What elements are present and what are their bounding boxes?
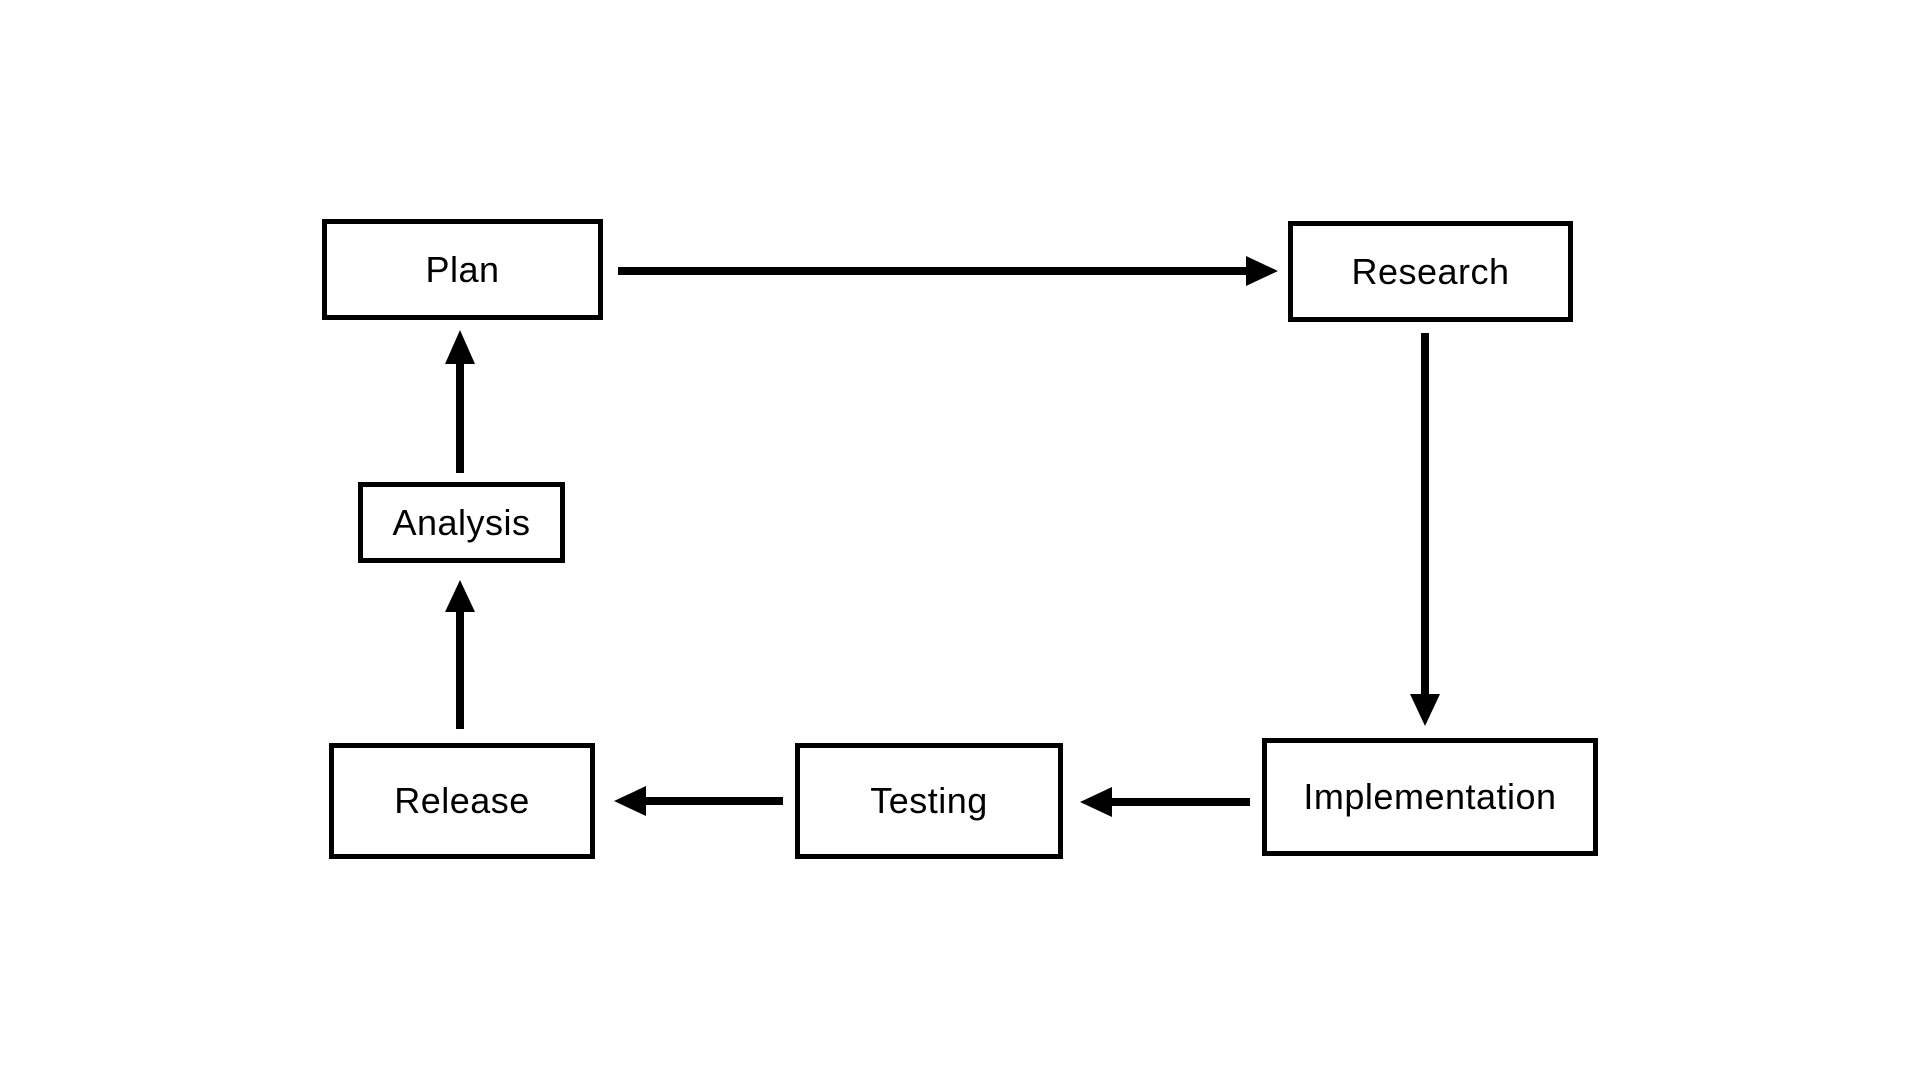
node-release: Release bbox=[329, 743, 595, 859]
node-research-label: Research bbox=[1351, 250, 1510, 292]
node-analysis-label: Analysis bbox=[392, 501, 531, 543]
arrow-release-to-analysis bbox=[445, 580, 475, 729]
node-research: Research bbox=[1288, 221, 1573, 322]
node-plan-label: Plan bbox=[425, 248, 500, 290]
arrow-head-left-icon bbox=[1080, 787, 1112, 817]
node-testing-label: Testing bbox=[870, 780, 988, 821]
arrow-analysis-to-plan bbox=[445, 330, 475, 473]
node-plan: Plan bbox=[322, 219, 603, 320]
node-implementation: Implementation bbox=[1262, 738, 1598, 856]
arrow-head-down-icon bbox=[1410, 694, 1440, 726]
arrow-head-left-icon bbox=[614, 786, 646, 816]
arrow-plan-to-research bbox=[618, 256, 1278, 286]
arrow-head-up-icon bbox=[445, 330, 475, 364]
arrow-head-up-icon bbox=[445, 580, 475, 612]
arrow-research-to-implementation bbox=[1410, 333, 1440, 726]
arrow-implementation-to-testing bbox=[1080, 787, 1250, 817]
node-testing: Testing bbox=[795, 743, 1063, 859]
arrow-head-right-icon bbox=[1246, 256, 1278, 286]
node-analysis: Analysis bbox=[358, 482, 565, 563]
node-release-label: Release bbox=[394, 780, 530, 821]
node-implementation-label: Implementation bbox=[1303, 776, 1557, 817]
arrow-testing-to-release bbox=[614, 786, 783, 816]
